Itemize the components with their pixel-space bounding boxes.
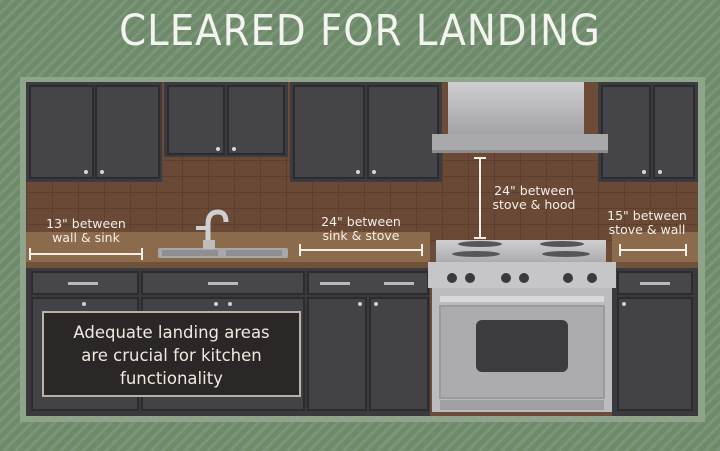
callout-line3: functionality — [120, 369, 223, 388]
measure-sink-stove-line — [299, 244, 423, 256]
stove-hood-label: 24" between stove & hood — [484, 184, 584, 212]
measure-stove-wall-line — [619, 244, 687, 256]
wall-sink-label: 13" between wall & sink — [34, 217, 138, 245]
measure-wall-sink-line — [29, 248, 143, 260]
sink-stove-label: 24" between sink & stove — [305, 215, 417, 243]
stove-hood-label-line2: stove & hood — [492, 197, 576, 212]
page-title: CLEARED FOR LANDING — [119, 6, 601, 56]
range-hood — [432, 82, 608, 153]
sink-stove-label-line2: sink & stove — [322, 228, 400, 243]
wall-sink-label-line1: 13" between — [46, 216, 126, 231]
upper-cabinets — [26, 82, 698, 182]
sink — [158, 209, 288, 258]
measure-stove-hood-line — [474, 157, 486, 239]
stove-wall-label-line2: stove & wall — [608, 222, 686, 237]
stove-wall-label-line1: 15" between — [607, 208, 687, 223]
wall-sink-label-line2: wall & sink — [52, 230, 120, 245]
callout-line2: are crucial for kitchen — [81, 346, 262, 365]
callout-line1: Adequate landing areas — [73, 323, 270, 342]
callout-box: Adequate landing areas are crucial for k… — [42, 311, 301, 397]
stove-wall-label: 15" between stove & wall — [597, 209, 697, 237]
sink-stove-label-line1: 24" between — [321, 214, 401, 229]
stove — [428, 240, 616, 412]
stove-hood-label-line1: 24" between — [494, 183, 574, 198]
